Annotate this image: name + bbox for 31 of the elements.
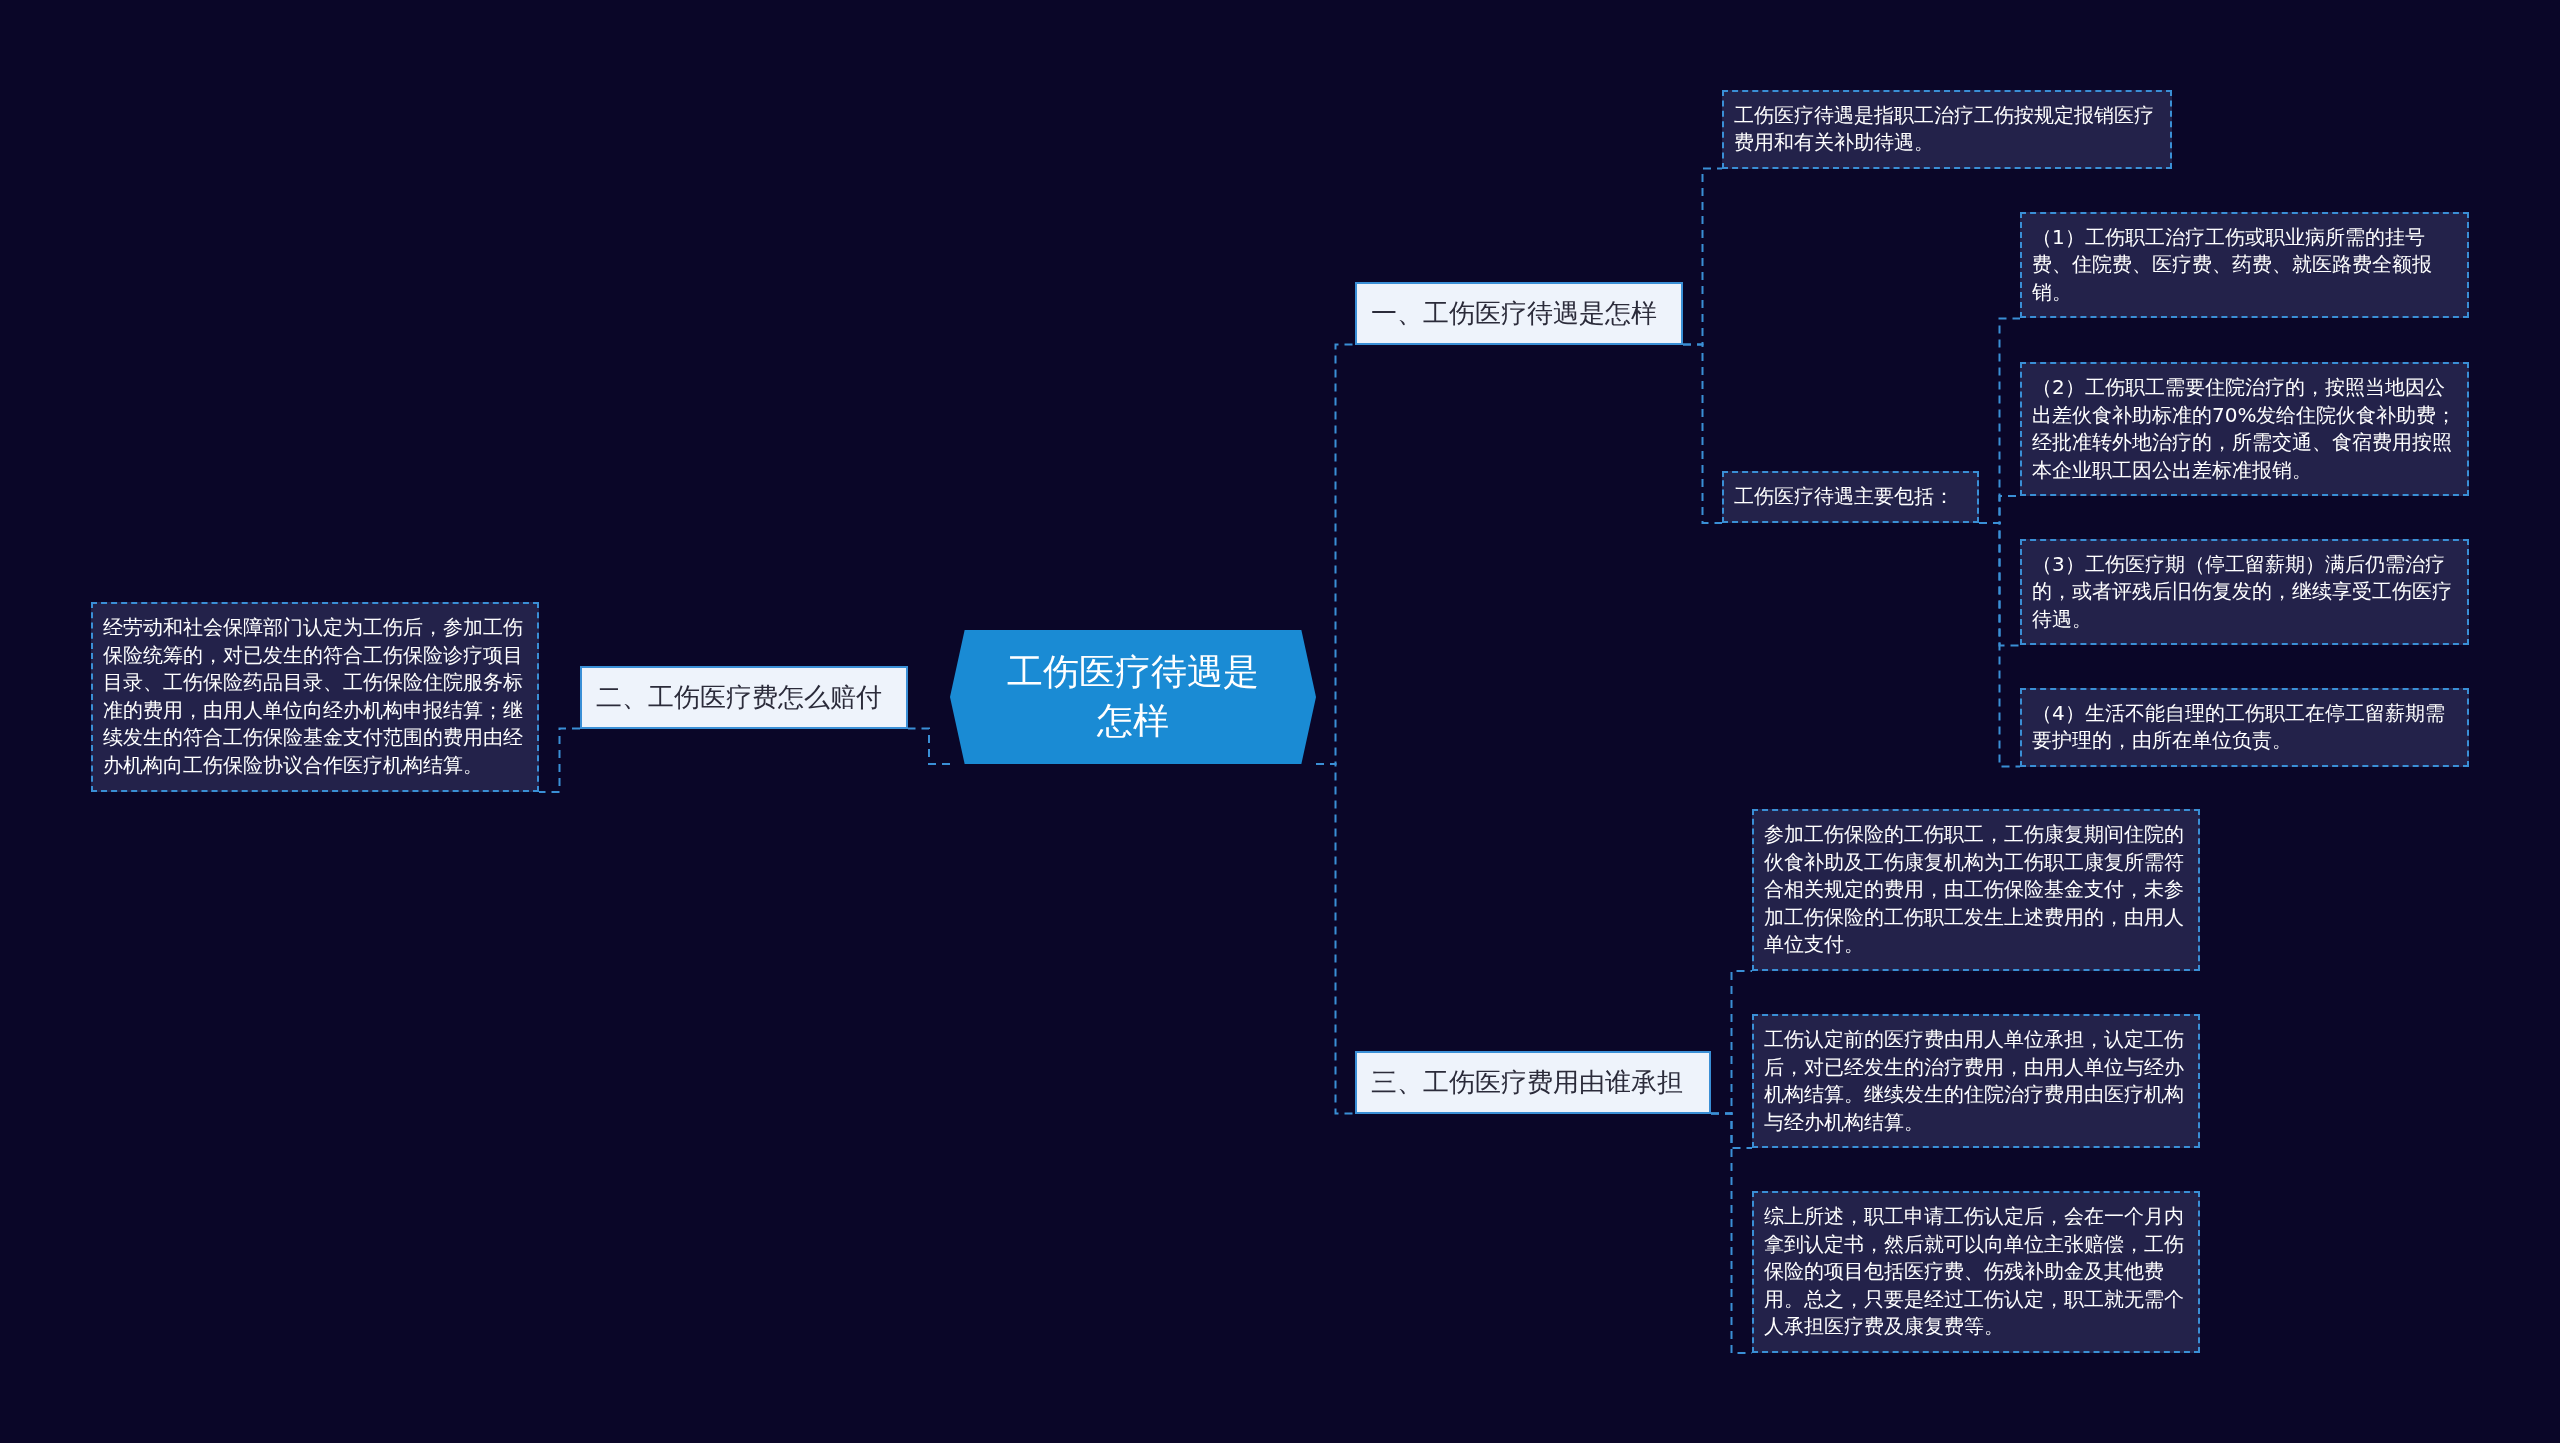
connector-line [1682, 343, 1723, 524]
connector-line [538, 727, 581, 793]
topic-text: （4）生活不能自理的工伤职工在停工留薪期需要护理的，由所在单位负责。 [2032, 699, 2446, 755]
branch-topic [1355, 1050, 1711, 1114]
topic-text: 经劳动和社会保障部门认定为工伤后，参加工伤保险统筹的，对已发生的符合工伤保险诊疗项目目录、工伤保险药品目录、工伤保险住院服务标准的费用，由用人单位向经办机构申报结算；继续发生的符合工伤保险基金支付范围的费用由经办机构向工伤保险协议合作医疗机构结算。 [103, 614, 524, 779]
note-box [1752, 1014, 2200, 1149]
topic-text: 工伤认定前的医疗费由用人单位承担，认定工伤后，对已经发生的治疗费用，由用人单位与经办机构结算。继续发生的住院治疗费用由医疗机构与经办机构结算。 [1764, 1026, 2185, 1136]
topic-text: （1）工伤职工治疗工伤或职业病所需的挂号费、住院费、医疗费、药费、就医路费全额报销。 [2032, 223, 2433, 306]
topic-text: 参加工伤保险的工伤职工，工伤康复期间住院的伙食补助及工伤康复机构为工伤职工康复所需符合相关规定的费用，由工伤保险基金支付，未参加工伤保险的工伤职工发生上述费用的，由用人单位支付。 [1764, 821, 2185, 959]
topic-text: 工伤医疗待遇是指职工治疗工伤按规定报销医疗费用和有关补助待遇。 [1734, 101, 2155, 157]
topic-text: （2）工伤职工需要住院治疗的，按照当地因公出差伙食补助标准的70%发给住院伙食补助费；经批准转外地治疗的，所需交通、食宿费用按照本企业职工因公出差标准报销。 [2032, 374, 2457, 484]
topic-text: 三、工伤医疗费用由谁承担 [1371, 1065, 1684, 1099]
note-box [2020, 687, 2469, 767]
note-box [1722, 89, 2172, 169]
connector-line [907, 727, 951, 765]
note-box [91, 602, 539, 792]
topic-text: 工伤医疗待遇主要包括： [1734, 483, 1955, 510]
connector-line [1978, 522, 2021, 768]
topic-text: 二、工伤医疗费怎么赔付 [596, 680, 883, 714]
topic-text: （3）工伤医疗期（停工留薪期）满后仍需治疗的，或者评残后旧伤复发的，继续享受工伤医疗待遇。 [2032, 550, 2453, 633]
note-box [1752, 809, 2200, 971]
branch-topic [580, 665, 908, 729]
note-box [1752, 1191, 2200, 1353]
note-box [2020, 362, 2469, 497]
topic-text: 综上所述，职工申请工伤认定后，会在一个月内拿到认定书，然后就可以向单位主张赔偿，工伤保险的项目包括医疗费、伤残补助金及其他费用。总之，只要是经过工伤认定，职工就无需个人承担医疗费及康复费等。 [1764, 1203, 2185, 1341]
note-box [1722, 471, 1979, 523]
note-box [2020, 211, 2469, 319]
topic-text: 工伤医疗待遇是怎样 [1006, 650, 1260, 743]
note-box [2020, 538, 2469, 646]
topic-text: 一、工伤医疗待遇是怎样 [1371, 296, 1658, 330]
branch-topic [1355, 281, 1683, 345]
